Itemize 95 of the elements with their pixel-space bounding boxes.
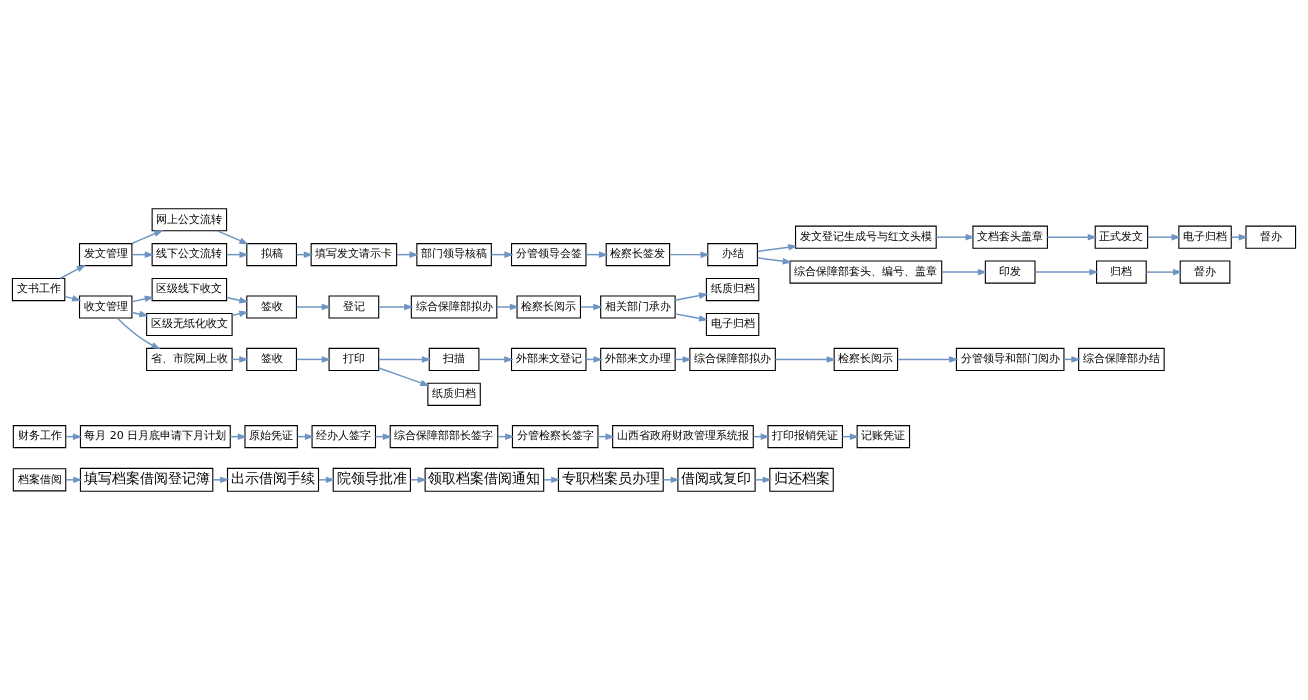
arrow [226, 296, 249, 304]
node-box: 综合保障部办结 [1078, 347, 1165, 371]
arrow [896, 356, 959, 363]
node-box: 综合保障部部长签字 [389, 425, 499, 449]
node-box: 督办 [1245, 225, 1297, 249]
node-box: 拟稿 [246, 243, 297, 267]
node-box: 部门领导核稿 [416, 243, 492, 267]
arrow [756, 244, 798, 253]
node-box: 分管领导和部门阅办 [955, 347, 1065, 371]
node-box: 填写档案借阅登记簿 [79, 467, 214, 492]
arrow [496, 303, 520, 311]
arrow [116, 317, 161, 350]
node-box: 经办人签字 [311, 425, 377, 449]
node-box: 打印报销凭证 [767, 425, 843, 449]
arrow [754, 476, 772, 484]
arrow [674, 292, 709, 301]
node-box: 分管检察长签字 [511, 425, 599, 449]
arrow [378, 356, 432, 363]
node-box: 登记 [328, 295, 380, 319]
node-box: 相关部门承办 [600, 295, 676, 319]
node-box: 院领导批准 [332, 467, 411, 492]
arrow [1034, 268, 1099, 276]
node-box: 领取档案借阅通知 [424, 467, 545, 492]
node-box: 原始凭证 [244, 425, 298, 449]
arrow [378, 303, 414, 311]
node-box: 档案借阅 [12, 468, 67, 492]
arrow [295, 303, 332, 311]
arrow [674, 313, 709, 322]
arrow [774, 356, 837, 363]
arrow [295, 356, 332, 363]
node-box: 正式发文 [1094, 225, 1149, 249]
arrow [231, 310, 249, 318]
arrow [131, 310, 149, 318]
arrow [65, 476, 83, 484]
node-box: 出示借阅手续 [226, 467, 320, 492]
node-box: 检察长阅示 [516, 295, 581, 319]
node-box: 检察长阅示 [833, 347, 899, 371]
arrow [131, 295, 155, 303]
arrow [941, 268, 988, 276]
node-box: 区级线下收文 [151, 277, 228, 302]
node-box: 归还档案 [769, 467, 834, 492]
arrow [59, 264, 87, 280]
arrow [216, 230, 249, 245]
node-box: 扫描 [428, 347, 480, 371]
arrow [1147, 233, 1181, 241]
node-box: 发文管理 [78, 243, 133, 267]
node-box: 记账凭证 [856, 425, 911, 449]
node-box: 网上公文流转 [151, 208, 228, 232]
node-box: 填写发文请示卡 [310, 243, 398, 267]
node-box: 线下公文流转 [151, 243, 228, 267]
node-box: 综合保障部套头、编号、盖章 [789, 260, 943, 284]
arrow [669, 251, 710, 258]
arrow [1046, 233, 1098, 241]
node-box: 每月 20 日月底申请下月计划 [79, 425, 231, 449]
node-box: 财务工作 [12, 425, 67, 449]
arrow [64, 295, 82, 302]
node-box: 综合保障部拟办 [689, 347, 776, 371]
node-box: 印发 [984, 260, 1036, 284]
arrow [378, 367, 430, 387]
node-box: 发文登记生成号与红文头模 [795, 225, 937, 249]
node-box: 山西省政府财政管理系统报 [612, 425, 754, 449]
node-box: 外部来文办理 [600, 347, 676, 371]
node-box: 专职档案员办理 [557, 467, 664, 492]
arrow [212, 476, 230, 484]
node-box: 电子归档 [1178, 225, 1232, 249]
arrow [662, 476, 681, 484]
arrow [756, 257, 793, 265]
node-box: 电子归档 [705, 312, 760, 337]
node-box: 外部来文登记 [510, 347, 587, 371]
node-box: 文档套头盖章 [972, 225, 1048, 249]
node-box: 文书工作 [11, 277, 66, 302]
node-box: 区级无纸化收文 [146, 312, 233, 337]
node-box: 办结 [707, 243, 758, 267]
arrow [409, 476, 428, 484]
node-box: 纸质归档 [427, 382, 481, 406]
arrow [318, 476, 336, 484]
node-box: 签收 [246, 347, 297, 371]
node-box: 收文管理 [78, 295, 133, 319]
node-box: 综合保障部拟办 [410, 295, 498, 319]
node-box: 归档 [1096, 260, 1147, 284]
arrow [543, 476, 561, 484]
node-box: 签收 [246, 295, 297, 319]
arrow [1230, 233, 1249, 241]
node-box: 省、市院网上收 [146, 347, 233, 371]
node-box: 纸质归档 [705, 277, 760, 302]
arrow [131, 230, 164, 245]
node-box: 借阅或复印 [677, 467, 756, 492]
arrow [579, 303, 603, 311]
arrow [1145, 268, 1183, 276]
node-box: 督办 [1179, 260, 1231, 284]
node-box: 检察长签发 [605, 243, 671, 267]
node-box: 打印 [328, 347, 380, 371]
arrow [478, 356, 514, 363]
arrow [935, 233, 975, 241]
node-box: 分管领导会签 [510, 243, 587, 267]
